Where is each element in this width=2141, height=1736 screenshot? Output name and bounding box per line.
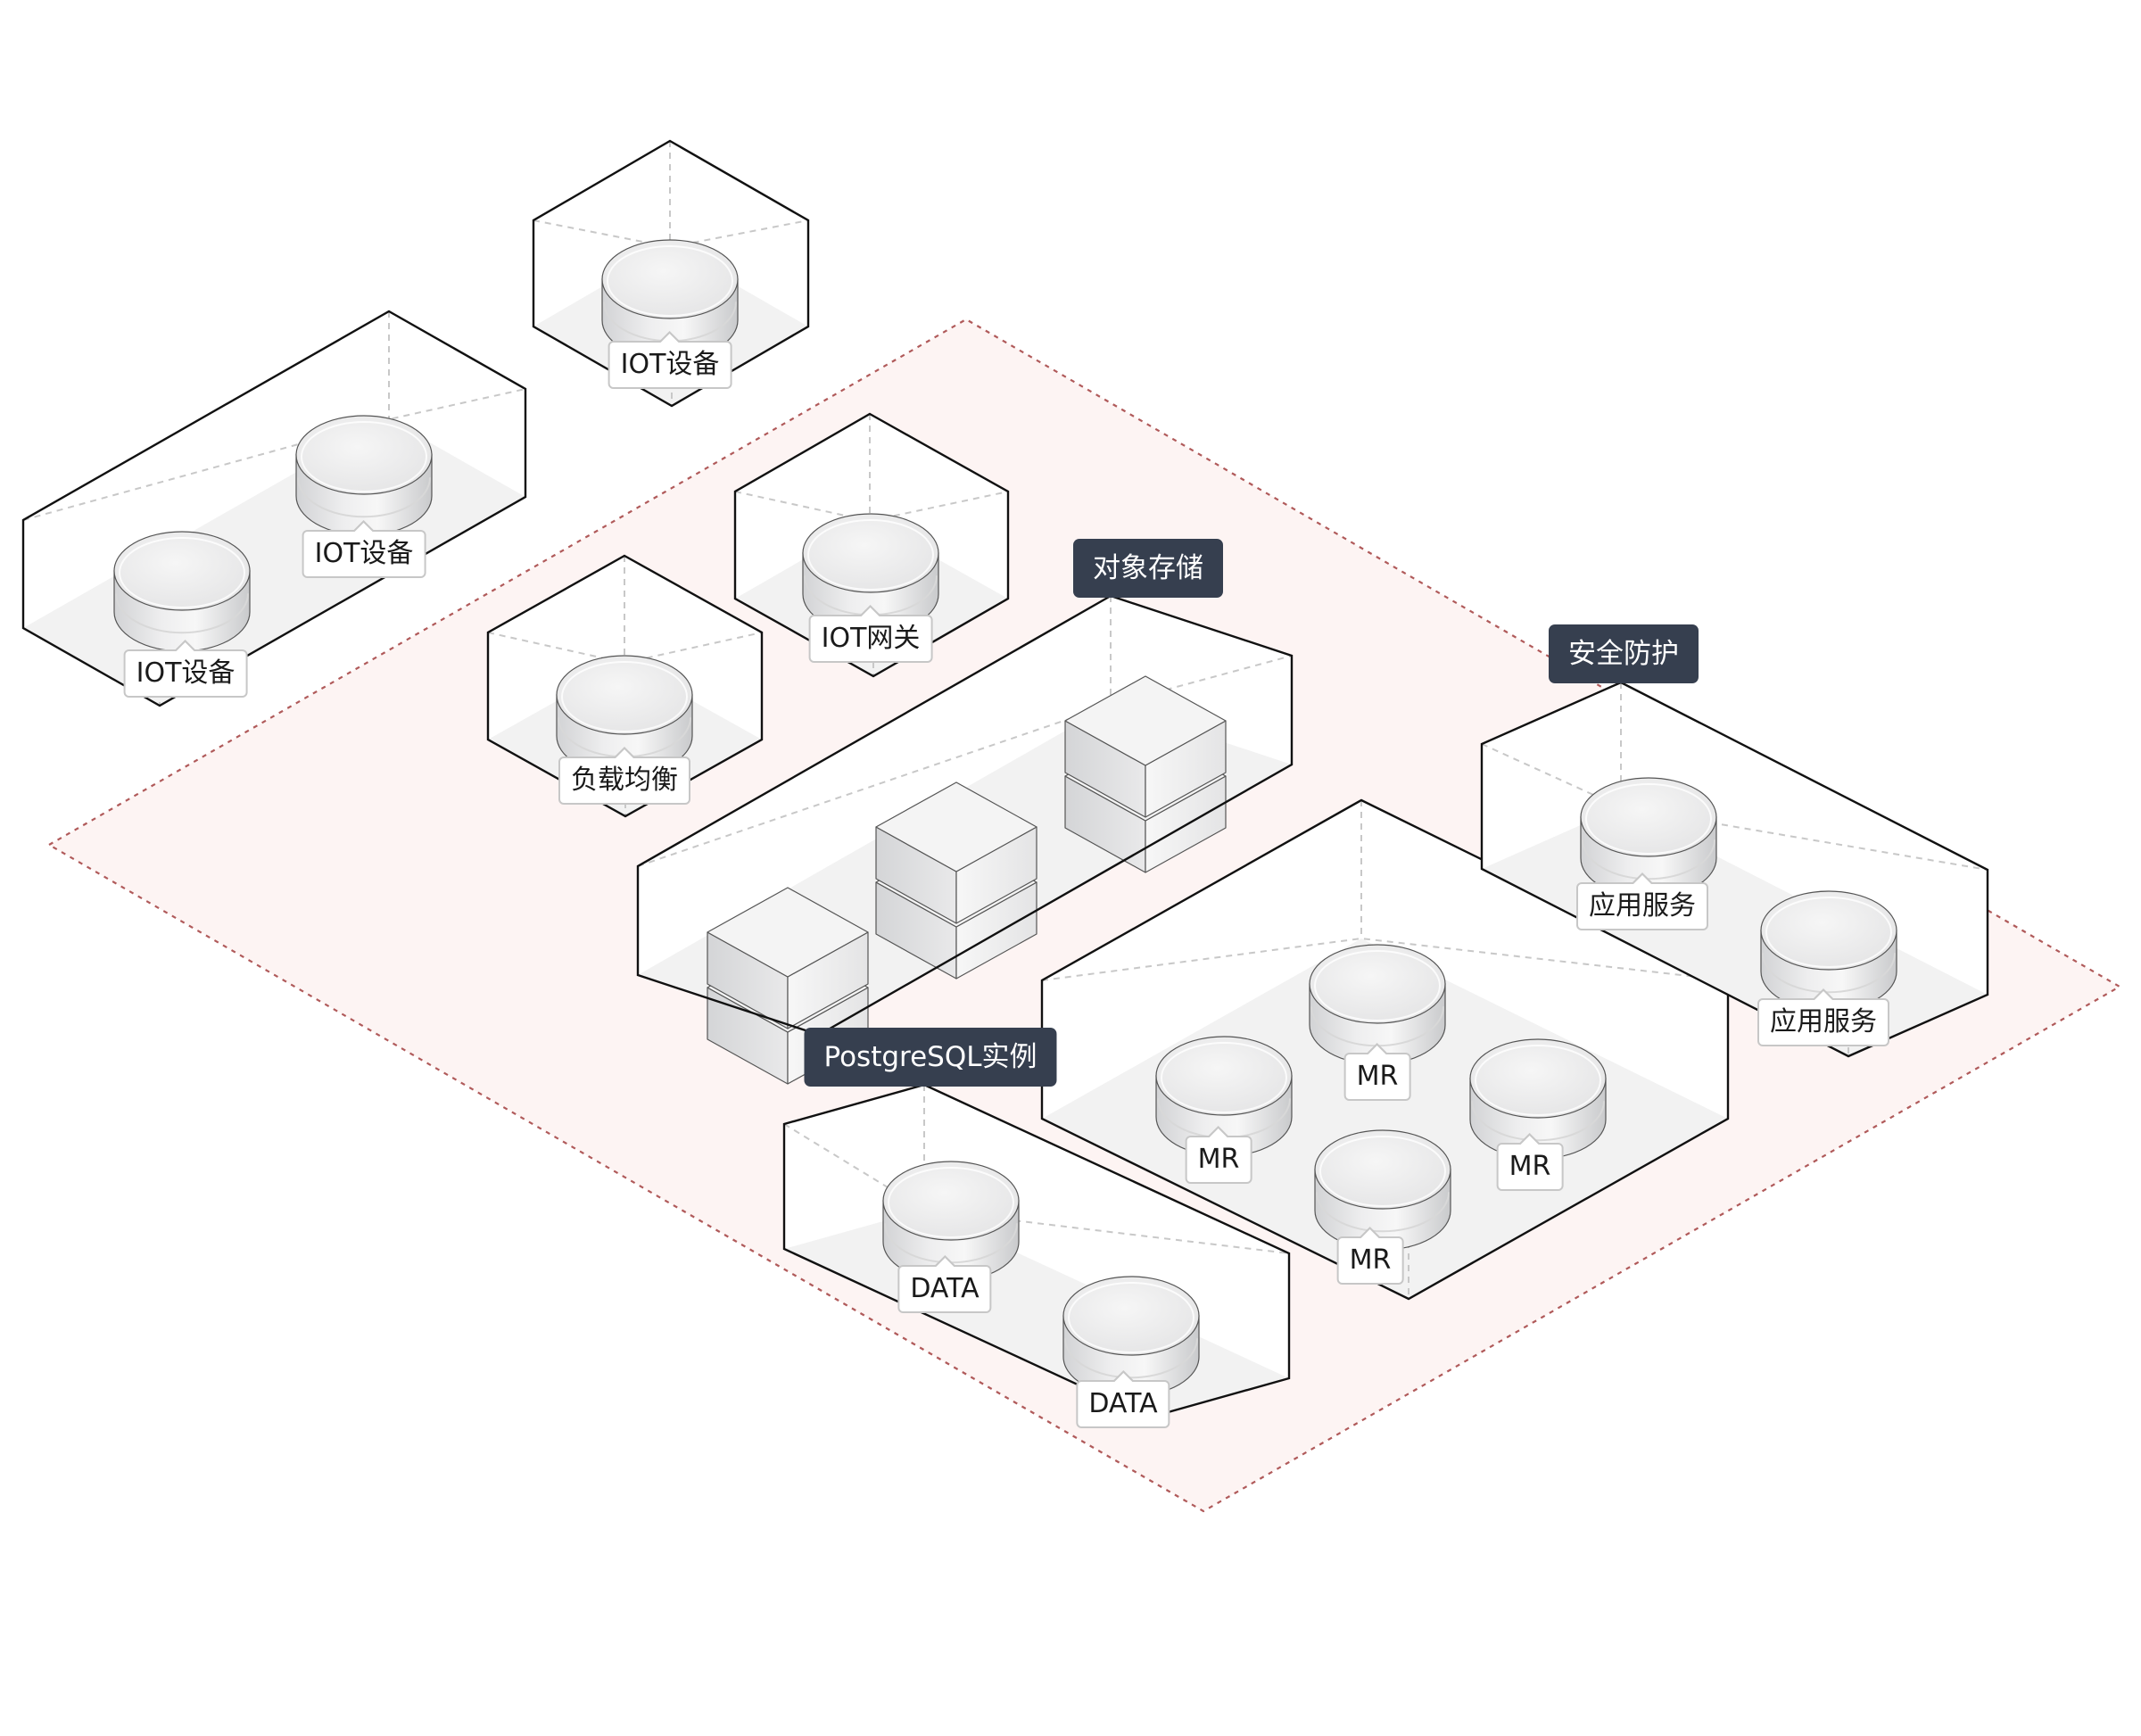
node-label: MR <box>1336 1236 1404 1285</box>
node-label: DATA <box>897 1265 992 1313</box>
node-label: 负载均衡 <box>558 756 690 805</box>
cylinder-node-icon <box>295 415 433 536</box>
box-hidden-edges <box>533 219 809 249</box>
group-postgresql <box>782 1083 1291 1419</box>
node-label: IOT网关 <box>808 615 933 663</box>
group-iot-device-single <box>532 139 810 408</box>
node-label: MR <box>1496 1143 1564 1191</box>
cylinder-node-icon <box>882 1161 1020 1282</box>
cylinder-node-icon <box>1155 1036 1293 1157</box>
group-load-balancer <box>486 554 764 818</box>
cylinder-node-icon <box>601 239 739 360</box>
box-outline <box>486 554 764 818</box>
node-label: IOT设备 <box>123 649 248 698</box>
cylinder-node-icon <box>1062 1276 1200 1397</box>
box-hidden-edges <box>734 491 1009 523</box>
group-badge: 对象存储 <box>1073 539 1223 598</box>
cylinder-node-icon <box>1469 1038 1607 1160</box>
node-label: 应用服务 <box>1757 998 1889 1046</box>
cylinder-node-icon <box>1309 944 1446 1065</box>
group-badge: 安全防护 <box>1549 624 1699 683</box>
box-floor <box>1042 938 1728 1299</box>
box-outline <box>532 139 810 408</box>
node-label: IOT设备 <box>608 341 732 389</box>
node-label: IOT设备 <box>302 530 426 578</box>
cylinder-node-icon <box>1314 1129 1451 1251</box>
group-object-storage <box>636 594 1294 1085</box>
node-label: MR <box>1343 1053 1411 1101</box>
group-badge: PostgreSQL实例 <box>804 1028 1057 1087</box>
node-label: DATA <box>1076 1380 1170 1428</box>
node-label: MR <box>1185 1136 1252 1184</box>
group-security <box>1480 681 1989 1058</box>
box-outline <box>21 310 527 707</box>
storage-cube-stack-icon <box>875 781 1037 980</box>
cylinder-node-icon <box>1580 777 1717 898</box>
storage-cube-stack-icon <box>1064 675 1227 873</box>
group-iot-gateway <box>733 412 1010 678</box>
cylinder-node-icon <box>1760 890 1897 1012</box>
box-hidden-edges <box>1041 937 1729 981</box>
box-outline <box>1480 681 1989 1058</box>
cylinder-node-icon <box>113 531 251 652</box>
box-outline <box>733 412 1010 678</box>
cylinder-node-icon <box>556 655 693 776</box>
node-label: 应用服务 <box>1576 882 1708 930</box>
group-iot-devices-pair <box>21 310 527 707</box>
